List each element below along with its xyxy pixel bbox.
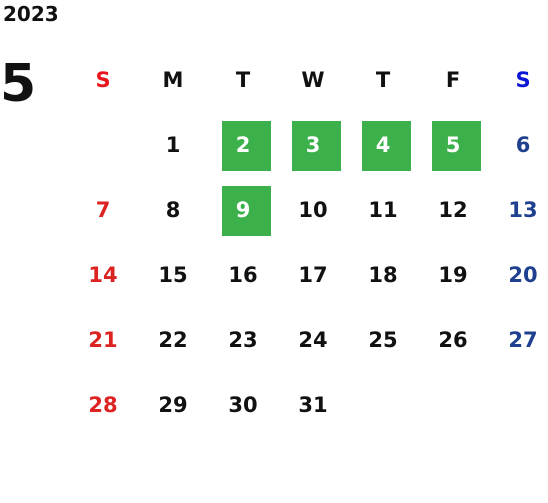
day-cell[interactable]: 6 bbox=[488, 122, 548, 168]
year-label: 2023 bbox=[3, 2, 59, 26]
day-number: 24 bbox=[298, 328, 328, 352]
day-number: 5 bbox=[445, 133, 461, 157]
day-number: 1 bbox=[165, 133, 181, 157]
day-number: 3 bbox=[305, 133, 321, 157]
day-number: 26 bbox=[438, 328, 468, 352]
day-number: 27 bbox=[508, 328, 538, 352]
day-number: 28 bbox=[88, 393, 118, 417]
day-cell[interactable]: 9 bbox=[208, 186, 278, 236]
weekday-header-wednesday: W bbox=[301, 68, 325, 92]
empty-day-cell bbox=[418, 382, 488, 428]
day-number: 2 bbox=[235, 133, 251, 157]
day-cell[interactable]: 19 bbox=[418, 252, 488, 298]
day-number: 12 bbox=[438, 198, 468, 222]
empty-day-cell bbox=[488, 382, 548, 428]
empty-day-cell bbox=[68, 122, 138, 168]
day-cell[interactable]: 27 bbox=[488, 317, 548, 363]
day-number: 10 bbox=[298, 198, 328, 222]
day-number: 7 bbox=[95, 198, 111, 222]
day-cell[interactable]: 26 bbox=[418, 317, 488, 363]
weekday-header-thursday: T bbox=[375, 68, 391, 92]
day-cell[interactable]: 23 bbox=[208, 317, 278, 363]
day-number: 30 bbox=[228, 393, 258, 417]
day-cell[interactable]: 1 bbox=[138, 122, 208, 168]
day-number: 15 bbox=[158, 263, 188, 287]
day-cell[interactable]: 21 bbox=[68, 317, 138, 363]
day-number: 21 bbox=[88, 328, 118, 352]
day-cell[interactable]: 3 bbox=[278, 121, 348, 171]
month-number: 5 bbox=[0, 54, 37, 114]
weekday-header-tuesday: T bbox=[235, 68, 251, 92]
day-number: 11 bbox=[368, 198, 398, 222]
day-number: 18 bbox=[368, 263, 398, 287]
day-cell[interactable]: 8 bbox=[138, 187, 208, 233]
day-number: 17 bbox=[298, 263, 328, 287]
day-cell[interactable]: 4 bbox=[348, 121, 418, 171]
day-number: 19 bbox=[438, 263, 468, 287]
day-cell[interactable]: 29 bbox=[138, 382, 208, 428]
day-cell[interactable]: 10 bbox=[278, 187, 348, 233]
day-cell[interactable]: 15 bbox=[138, 252, 208, 298]
day-number: 20 bbox=[508, 263, 538, 287]
day-number: 14 bbox=[88, 263, 118, 287]
day-number: 29 bbox=[158, 393, 188, 417]
day-cell[interactable]: 11 bbox=[348, 187, 418, 233]
day-number: 9 bbox=[235, 198, 251, 222]
day-number: 4 bbox=[375, 133, 391, 157]
day-number: 6 bbox=[515, 133, 531, 157]
weekday-header-friday: F bbox=[445, 68, 461, 92]
weekday-header-monday: M bbox=[162, 68, 184, 92]
day-cell[interactable]: 31 bbox=[278, 382, 348, 428]
day-cell[interactable]: 18 bbox=[348, 252, 418, 298]
day-cell[interactable]: 16 bbox=[208, 252, 278, 298]
weekday-header-sunday: S bbox=[95, 68, 111, 92]
day-cell[interactable]: 25 bbox=[348, 317, 418, 363]
empty-day-cell bbox=[348, 382, 418, 428]
day-cell[interactable]: 20 bbox=[488, 252, 548, 298]
day-cell[interactable]: 28 bbox=[68, 382, 138, 428]
day-number: 8 bbox=[165, 198, 181, 222]
day-cell[interactable]: 5 bbox=[418, 121, 488, 171]
day-number: 16 bbox=[228, 263, 258, 287]
day-number: 13 bbox=[508, 198, 538, 222]
day-cell[interactable]: 24 bbox=[278, 317, 348, 363]
day-number: 25 bbox=[368, 328, 398, 352]
weekday-header-saturday: S bbox=[515, 68, 531, 92]
day-cell[interactable]: 30 bbox=[208, 382, 278, 428]
day-number: 22 bbox=[158, 328, 188, 352]
day-cell[interactable]: 22 bbox=[138, 317, 208, 363]
day-number: 31 bbox=[298, 393, 328, 417]
day-number: 23 bbox=[228, 328, 258, 352]
day-cell[interactable]: 17 bbox=[278, 252, 348, 298]
day-cell[interactable]: 12 bbox=[418, 187, 488, 233]
day-cell[interactable]: 13 bbox=[488, 187, 548, 233]
day-cell[interactable]: 2 bbox=[208, 121, 278, 171]
day-cell[interactable]: 14 bbox=[68, 252, 138, 298]
day-cell[interactable]: 7 bbox=[68, 187, 138, 233]
